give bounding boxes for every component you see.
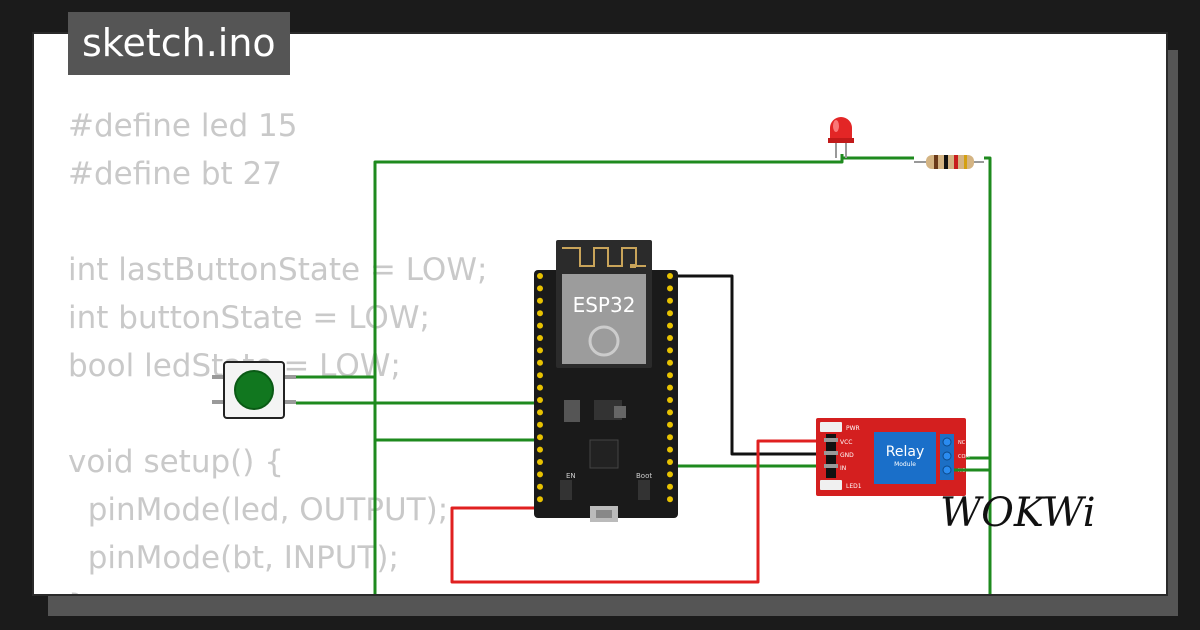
esp32-pin[interactable] bbox=[667, 459, 673, 465]
wire-black-gnd-relay[interactable] bbox=[664, 274, 824, 456]
esp32-pin[interactable] bbox=[537, 335, 543, 341]
esp32-pin[interactable] bbox=[537, 310, 543, 317]
esp32-pin[interactable] bbox=[667, 409, 673, 416]
esp32-pins-left[interactable] bbox=[537, 273, 543, 503]
esp32-pin[interactable] bbox=[537, 421, 543, 428]
wire-red-vcc-relay[interactable] bbox=[450, 439, 824, 584]
relay-pin-in: IN bbox=[840, 465, 846, 472]
code-line: pinMode(bt, INPUT); bbox=[68, 540, 399, 576]
code-preview: #define led 15 #define bt 27 int lastButto… bbox=[68, 102, 487, 594]
code-line: } bbox=[68, 582, 487, 594]
code-line: void setup() { bbox=[68, 444, 284, 480]
boot-button-label: Boot bbox=[636, 472, 652, 480]
relay-label: Relay bbox=[886, 444, 924, 460]
esp32-pin[interactable] bbox=[667, 483, 673, 490]
esp32-pin[interactable] bbox=[667, 310, 673, 317]
red-led[interactable] bbox=[828, 117, 854, 158]
esp32-pin[interactable] bbox=[667, 397, 673, 403]
esp32-pin[interactable] bbox=[537, 384, 543, 391]
esp32-pin[interactable] bbox=[667, 384, 673, 391]
esp32-pin[interactable] bbox=[537, 297, 543, 304]
esp32-pin[interactable] bbox=[667, 421, 673, 428]
esp32-pin[interactable] bbox=[537, 397, 543, 403]
esp32-pin[interactable] bbox=[667, 273, 673, 279]
esp32-pin[interactable] bbox=[537, 359, 543, 366]
relay-pwr-label: PWR bbox=[846, 425, 860, 432]
esp32-pin[interactable] bbox=[667, 471, 673, 478]
relay-module[interactable]: PWR LED1 VCC GND IN Relay Module NC COM … bbox=[816, 418, 970, 496]
esp32-pin[interactable] bbox=[667, 496, 673, 503]
relay-led1-label: LED1 bbox=[846, 483, 862, 490]
esp32-pin[interactable] bbox=[537, 483, 543, 490]
relay-pin-vcc: VCC bbox=[840, 439, 852, 446]
esp32-pin[interactable] bbox=[537, 372, 543, 379]
esp32-pin[interactable] bbox=[667, 434, 673, 441]
relay-pin-gnd: GND bbox=[840, 452, 854, 459]
esp32-pin[interactable] bbox=[667, 335, 673, 341]
wire-green-button-gnd[interactable] bbox=[296, 375, 540, 442]
relay-sublabel: Module bbox=[894, 461, 916, 468]
esp32-pin[interactable] bbox=[537, 446, 543, 453]
code-line: int buttonState = LOW; bbox=[68, 300, 430, 336]
push-button[interactable] bbox=[212, 361, 296, 419]
esp32-pin[interactable] bbox=[537, 496, 543, 503]
espressif-logo-icon bbox=[588, 325, 620, 357]
esp32-pin[interactable] bbox=[537, 285, 543, 292]
wokwi-logo: WOKWi bbox=[940, 490, 1096, 534]
esp32-pin[interactable] bbox=[667, 372, 673, 379]
esp32-pin[interactable] bbox=[667, 285, 673, 292]
esp32-board[interactable]: ESP32 EN Boot bbox=[534, 240, 678, 522]
wokwi-logo-text: WOKWi bbox=[940, 490, 1096, 534]
esp32-pin[interactable] bbox=[537, 322, 543, 329]
esp32-pin[interactable] bbox=[667, 322, 673, 329]
relay-terminal-nc: NC bbox=[958, 440, 966, 446]
file-tab[interactable]: sketch.ino bbox=[68, 12, 290, 75]
resistor[interactable] bbox=[914, 155, 984, 169]
esp32-pin[interactable] bbox=[537, 347, 543, 354]
esp32-pin[interactable] bbox=[537, 459, 543, 465]
diagram-canvas[interactable]: #define led 15 #define bt 27 int lastButto… bbox=[34, 34, 1166, 594]
esp32-pin[interactable] bbox=[667, 347, 673, 354]
code-line: #define led 15 bbox=[68, 108, 298, 144]
esp32-pin[interactable] bbox=[537, 471, 543, 478]
circuit-diagram: ESP32 EN Boot PWR LED1 bbox=[212, 117, 992, 594]
esp32-pin[interactable] bbox=[667, 297, 673, 304]
esp32-label: ESP32 bbox=[573, 293, 636, 317]
en-button-label: EN bbox=[566, 472, 576, 480]
code-line: #define bt 27 bbox=[68, 156, 282, 192]
code-line: int lastButtonState = LOW; bbox=[68, 252, 488, 288]
esp32-pin[interactable] bbox=[537, 409, 543, 416]
esp32-pins-right[interactable] bbox=[667, 273, 673, 503]
esp32-pin[interactable] bbox=[667, 359, 673, 366]
wire-green-resistor-relay[interactable] bbox=[954, 156, 992, 460]
esp32-pin[interactable] bbox=[537, 434, 543, 441]
esp32-pin[interactable] bbox=[537, 273, 543, 279]
relay-terminal-com: COM bbox=[958, 454, 970, 460]
esp32-pin[interactable] bbox=[667, 446, 673, 453]
